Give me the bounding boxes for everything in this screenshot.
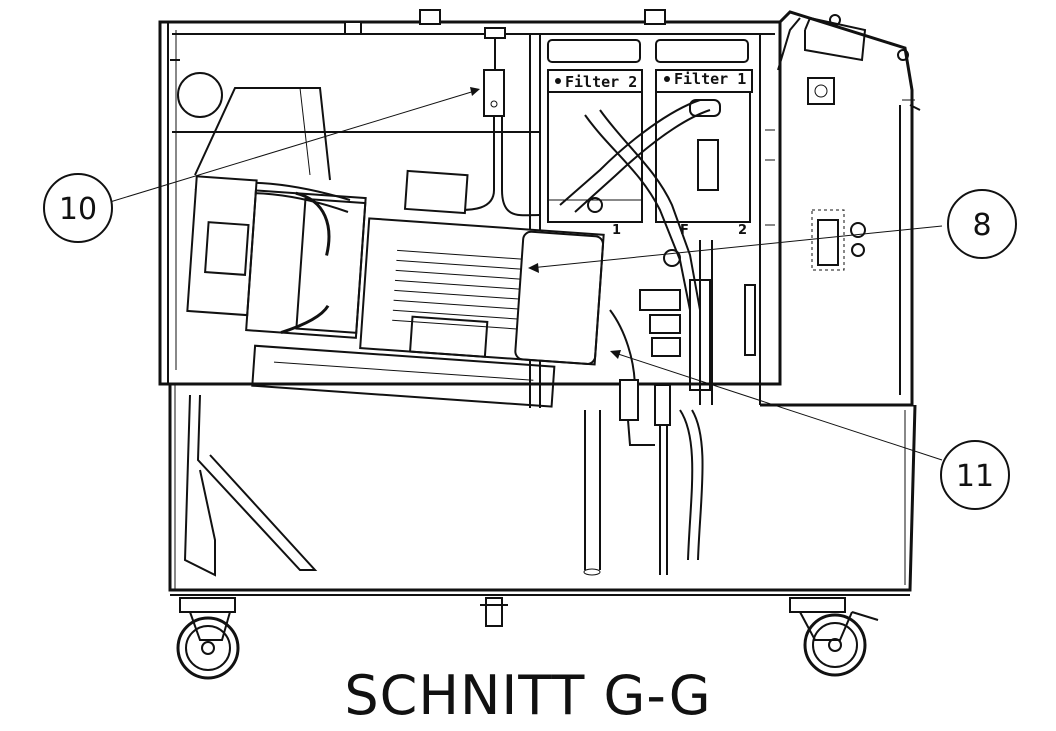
- leader-11: [611, 351, 943, 461]
- callout-8-label: 8: [972, 208, 991, 243]
- arrowhead-10: [470, 87, 480, 96]
- left-internals: [170, 59, 331, 181]
- motor-assembly: [186, 169, 605, 408]
- arrowhead-8: [528, 263, 539, 273]
- top-fittings: [344, 9, 666, 190]
- caster-right: [789, 597, 879, 677]
- valve-block: [583, 240, 713, 576]
- cabinet-frame: [158, 10, 921, 596]
- filter-2-housing: Filter 2 1: [547, 39, 643, 238]
- arrowhead-11: [610, 350, 621, 359]
- motor-cooling-fins: [392, 249, 522, 330]
- caster-left: [176, 597, 240, 680]
- callout-11-circle: [940, 440, 1010, 510]
- filter-1-label: Filter 1: [674, 70, 746, 88]
- callout-11: 11: [940, 440, 1010, 510]
- port-label-f: F: [680, 223, 689, 238]
- callout-10: 10: [43, 173, 113, 243]
- callout-8: 8: [947, 189, 1017, 259]
- filter-2-label: Filter 2: [565, 73, 637, 91]
- port-label-2: 2: [738, 223, 747, 238]
- drain-valve: [480, 597, 508, 627]
- callout-10-circle: [43, 173, 113, 243]
- section-title: SCHNITT G-G: [344, 664, 711, 727]
- leader-8: [529, 225, 943, 269]
- leader-10: [109, 89, 479, 203]
- port-label-1: 1: [612, 223, 621, 238]
- filter-1-housing: Filter 1 F 2: [655, 39, 753, 238]
- callout-8-circle: [947, 189, 1017, 259]
- callout-11-label: 11: [956, 459, 994, 494]
- right-panel: [744, 14, 909, 356]
- callout-10-label: 10: [59, 192, 97, 227]
- leader-lines: [109, 87, 943, 461]
